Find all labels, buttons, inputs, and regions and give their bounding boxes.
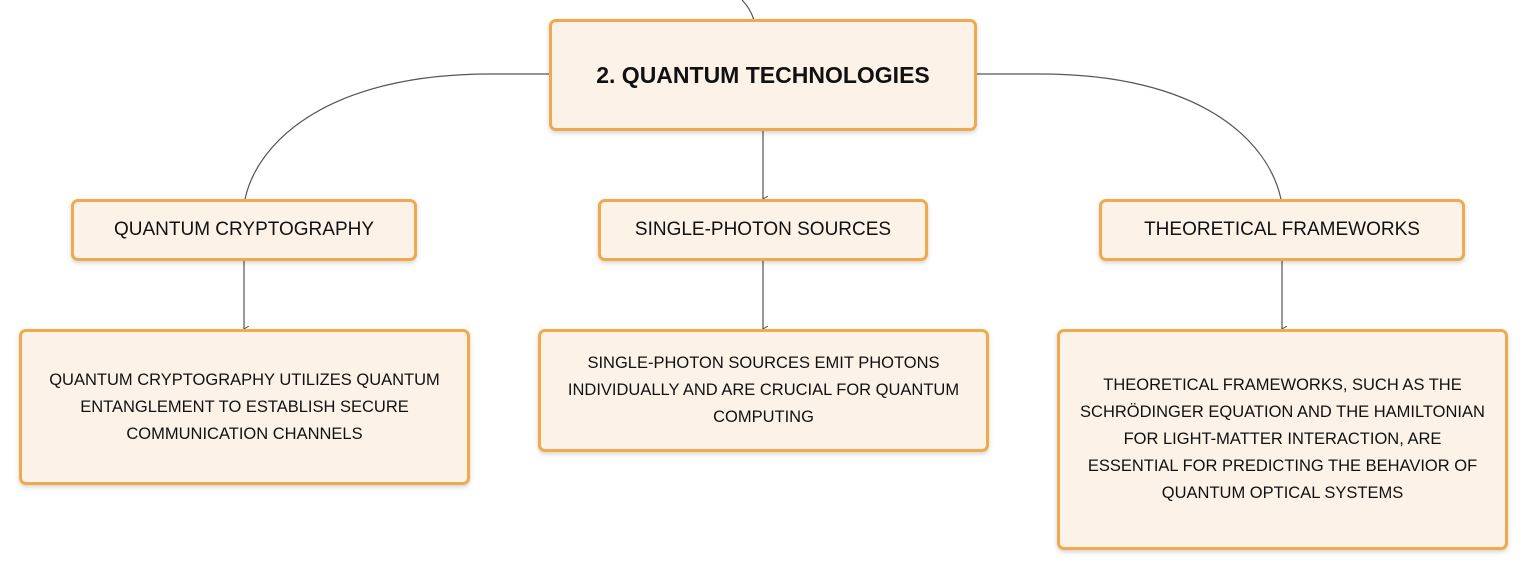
detail-theoretical-frameworks[interactable]: THEORETICAL FRAMEWORKS, SUCH AS THE SCHR… [1057, 329, 1508, 550]
node-single-photon-sources-label: SINGLE-PHOTON SOURCES [634, 219, 892, 240]
detail-single-photon-sources-text: SINGLE-PHOTON SOURCES EMIT PHOTONS INDIV… [567, 354, 960, 426]
root-node-label: 2. QUANTUM TECHNOLOGIES [596, 61, 930, 88]
connector-parent-to-root [741, 0, 755, 21]
detail-theoretical-frameworks-text: THEORETICAL FRAMEWORKS, SUCH AS THE SCHR… [1080, 376, 1485, 502]
detail-single-photon-sources[interactable]: SINGLE-PHOTON SOURCES EMIT PHOTONS INDIV… [538, 329, 989, 452]
node-theoretical-frameworks-label: THEORETICAL FRAMEWORKS [1144, 219, 1420, 240]
detail-quantum-cryptography[interactable]: QUANTUM CRYPTOGRAPHY UTILIZES QUANTUM EN… [19, 329, 470, 485]
root-node[interactable]: 2. QUANTUM TECHNOLOGIES [549, 19, 977, 131]
node-quantum-cryptography[interactable]: QUANTUM CRYPTOGRAPHY [71, 199, 417, 261]
node-theoretical-frameworks[interactable]: THEORETICAL FRAMEWORKS [1099, 199, 1465, 261]
node-quantum-cryptography-label: QUANTUM CRYPTOGRAPHY [113, 219, 375, 240]
detail-quantum-cryptography-text: QUANTUM CRYPTOGRAPHY UTILIZES QUANTUM EN… [49, 370, 440, 443]
connector-root-to-cryptography [244, 73, 549, 200]
node-single-photon-sources[interactable]: SINGLE-PHOTON SOURCES [598, 199, 928, 261]
connector-root-to-frameworks [977, 73, 1282, 200]
